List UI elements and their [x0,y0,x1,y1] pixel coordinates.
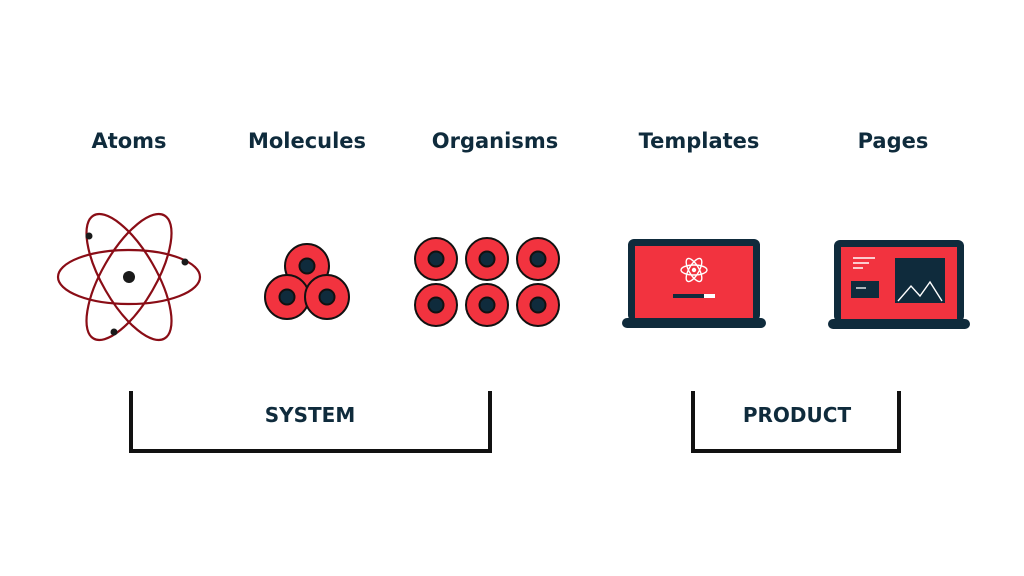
templates-laptop-icon [622,239,766,328]
text-lines-icon [853,257,875,269]
stage-label-pages: Pages [857,129,929,153]
molecule-icon [264,243,350,320]
organism-icon [414,237,560,327]
system-label: SYSTEM [264,403,356,427]
system-bracket [129,391,492,453]
stage-label-atoms: Atoms [91,129,167,153]
react-logo-icon [680,257,708,283]
pages-laptop-icon [828,240,970,329]
product-label: PRODUCT [742,403,852,427]
stage-label-templates: Templates [638,129,760,153]
stage-label-molecules: Molecules [247,129,367,153]
atom-icon [56,212,202,342]
stage-label-organisms: Organisms [431,129,559,153]
product-bracket [691,391,901,453]
loading-bar [673,294,715,298]
card-block [851,281,879,298]
